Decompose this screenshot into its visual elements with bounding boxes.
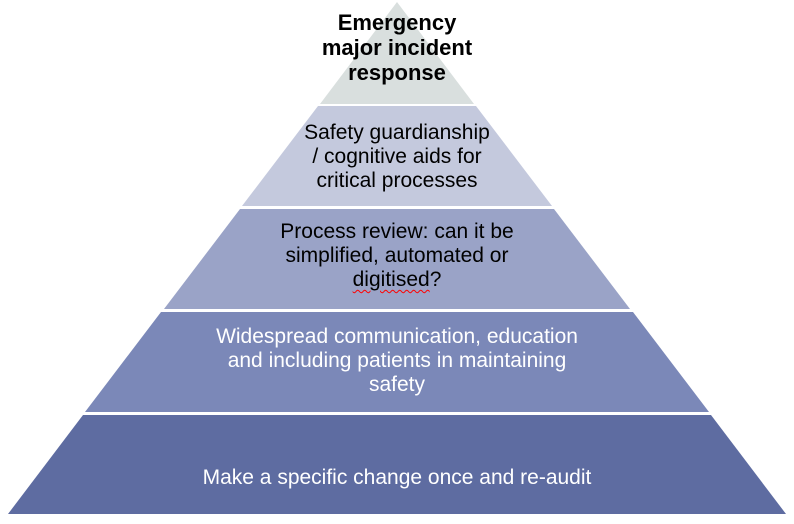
pyramid-level-3-shape bbox=[164, 209, 630, 309]
pyramid-level-1-label: Emergency major incident response bbox=[321, 10, 473, 86]
pyramid-level-3-label: Process review: can it be simplified, au… bbox=[0, 220, 794, 292]
pyramid-level-5-label: Make a specific change once and re-audit bbox=[202, 466, 592, 489]
pyramid-level-3-text-before: Process review: can it be simplified, au… bbox=[280, 220, 514, 267]
pyramid-level-3-text-after: ? bbox=[429, 267, 442, 291]
pyramid-level-4-label: Widespread communication, education and … bbox=[216, 325, 578, 396]
misspelled-word-digitised: digitised bbox=[352, 267, 430, 291]
pyramid-level-5-shape bbox=[8, 415, 786, 514]
pyramid-level-2-label: Safety guardianship / cognitive aids for… bbox=[304, 121, 490, 192]
pyramid-level-4-shape bbox=[85, 312, 709, 412]
